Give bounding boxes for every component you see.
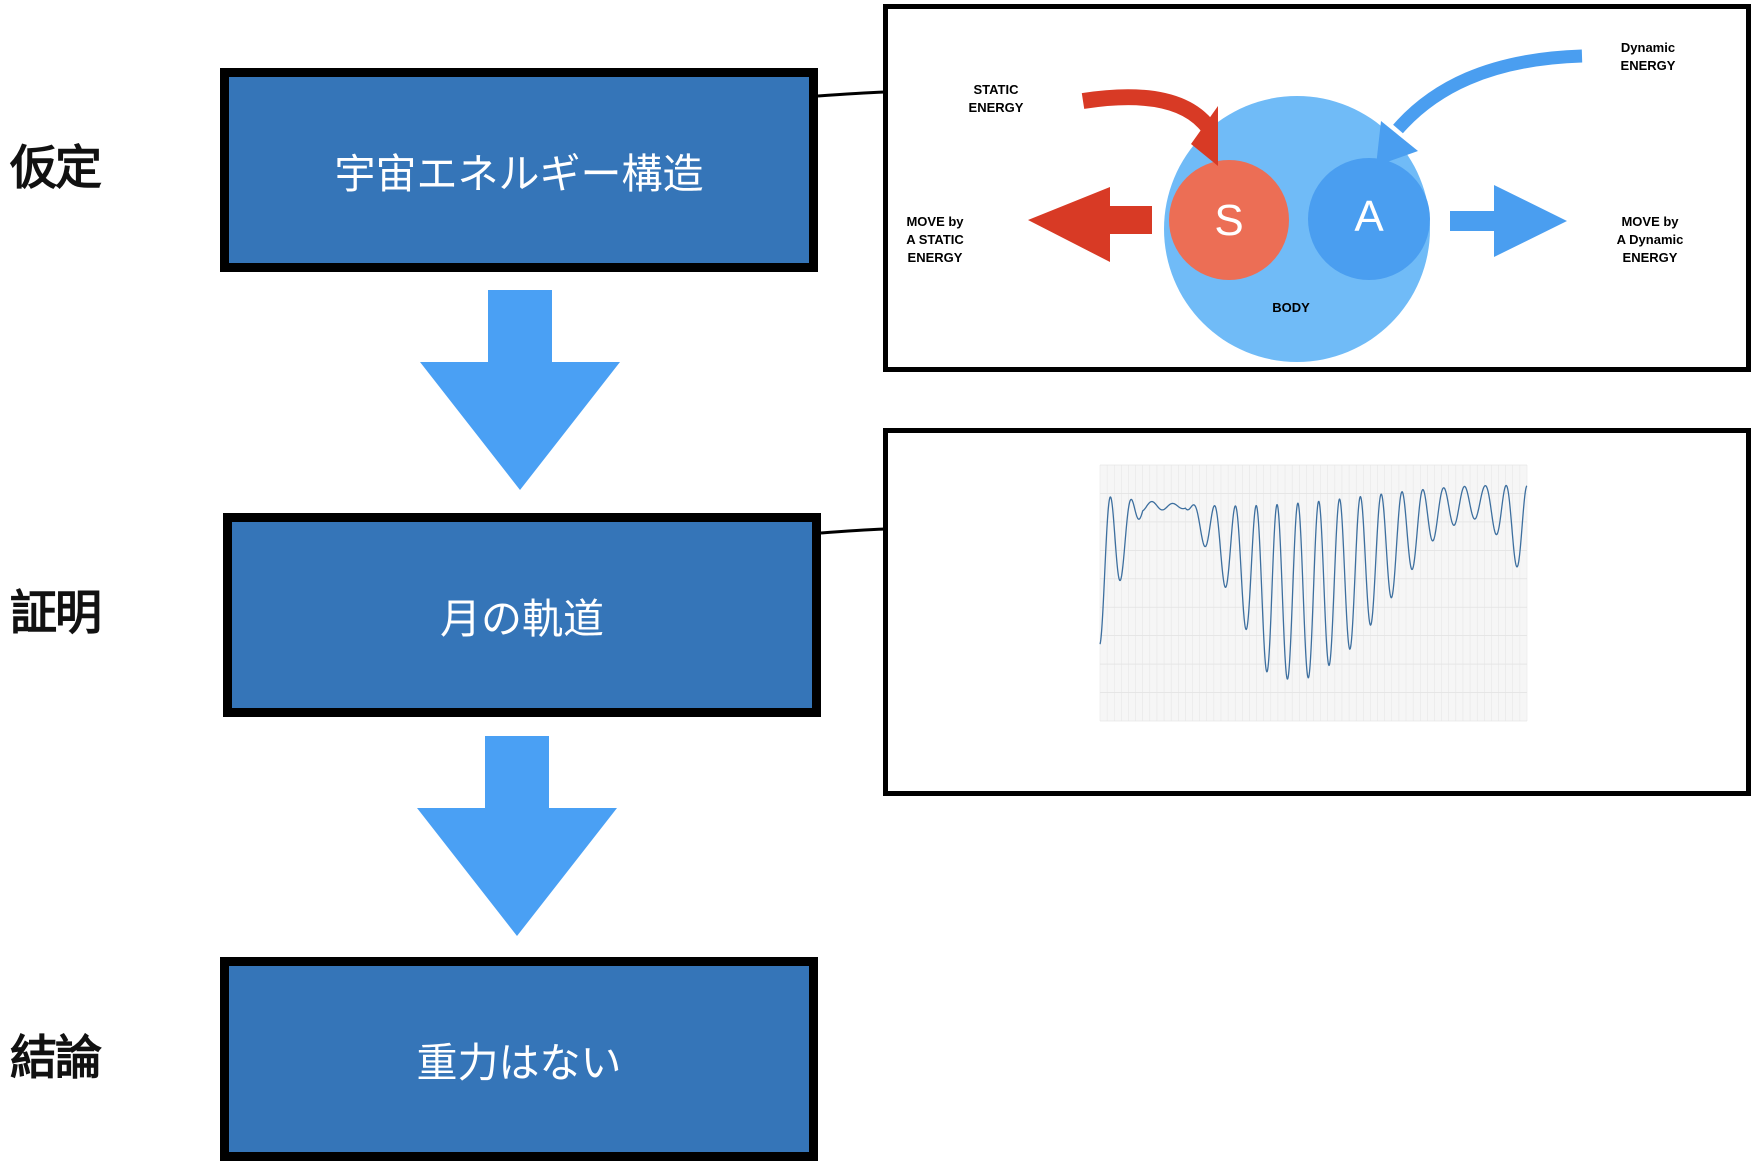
static-circle (1169, 160, 1289, 280)
move-left-arrow (1028, 187, 1152, 262)
move-static-label: ENERGY (908, 250, 963, 265)
move-right-arrow (1450, 185, 1567, 257)
flow-box-lunar-orbit: 月の軌道 (223, 513, 821, 717)
down-arrow-icon (420, 290, 620, 490)
dynamic-energy-label: Dynamic (1621, 40, 1675, 55)
move-dynamic-label: MOVE by (1621, 214, 1679, 229)
dynamic-energy-curve (1393, 49, 1583, 134)
connector-line-top (817, 90, 886, 98)
orbit-line-chart (1099, 464, 1528, 722)
static-energy-arrowhead (1191, 106, 1218, 166)
body-label: BODY (1272, 300, 1310, 315)
move-static-label: MOVE by (906, 214, 964, 229)
a-letter: A (1354, 192, 1384, 241)
static-energy-curve (1081, 89, 1215, 133)
flow-box-text: 月の軌道 (440, 595, 604, 643)
static-energy-label: ENERGY (969, 100, 1024, 115)
down-arrow-icon (417, 736, 617, 936)
flow-box-cosmic-energy-structure: 宇宙エネルギー構造 (220, 68, 818, 272)
flow-box-text: 宇宙エネルギー構造 (334, 150, 704, 198)
energy-structure-panel: STATIC ENERGY Dynamic ENERGY MOVE by A S… (883, 4, 1751, 372)
stage-label-conclusion: 結論 (10, 1031, 102, 1086)
move-dynamic-label: A Dynamic (1617, 232, 1684, 247)
move-dynamic-label: ENERGY (1623, 250, 1678, 265)
stage-label-assumption: 仮定 (10, 141, 102, 196)
dynamic-energy-label: ENERGY (1621, 58, 1676, 73)
move-static-label: A STATIC (906, 232, 964, 247)
static-energy-label: STATIC (973, 82, 1019, 97)
flow-box-no-gravity: 重力はない (220, 957, 818, 1161)
dynamic-circle (1308, 158, 1430, 280)
orbit-series-line (1099, 484, 1528, 680)
flow-box-text: 重力はない (416, 1039, 622, 1087)
s-letter: S (1214, 196, 1243, 245)
dynamic-energy-arrowhead (1376, 121, 1418, 166)
stage-label-proof: 証明 (10, 586, 102, 641)
lunar-orbit-chart-panel (883, 428, 1751, 796)
connector-line-middle (820, 527, 886, 535)
